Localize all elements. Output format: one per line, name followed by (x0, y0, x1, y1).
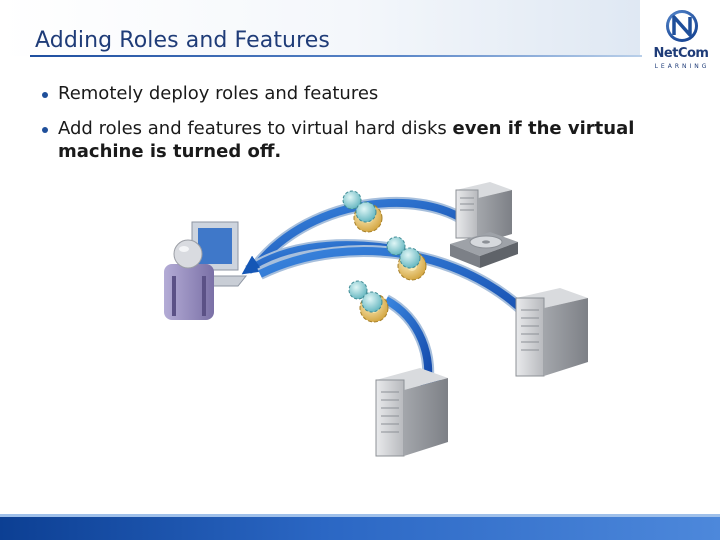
bullet-item: Remotely deploy roles and features (40, 82, 680, 105)
logo-subtitle: LEARNING (654, 63, 710, 70)
footer-band (0, 514, 720, 540)
server-icon (515, 288, 588, 377)
gear-bundle-icon (342, 190, 383, 233)
gear-bundle-icon (386, 236, 427, 281)
slide-title: Adding Roles and Features (35, 28, 330, 53)
server-icon (375, 368, 448, 457)
netcom-logo-icon (666, 10, 698, 42)
bullet-list: Remotely deploy roles and features Add r… (40, 82, 680, 175)
netcom-logo: NetCom LEARNING (650, 8, 712, 74)
deployment-diagram (164, 182, 588, 457)
admin-workstation-icon (164, 221, 248, 320)
gear-bundle-icon (348, 280, 389, 323)
bullet-item: Add roles and features to virtual hard d… (40, 117, 680, 163)
title-bar (0, 0, 640, 56)
virtual-hard-disk-icon (450, 232, 518, 268)
logo-name: NetCom (653, 46, 709, 61)
bullet-text: Remotely deploy roles and features (58, 83, 379, 104)
bullet-emphasis: even if the virtual machine is turned of… (58, 118, 635, 162)
title-underline (30, 55, 642, 57)
bullet-dot-icon (42, 92, 48, 98)
bullet-text: Add roles and features to virtual hard d… (58, 118, 453, 139)
server-icon (455, 182, 512, 244)
bullet-dot-icon (42, 127, 48, 133)
footer-highlight (0, 514, 720, 517)
